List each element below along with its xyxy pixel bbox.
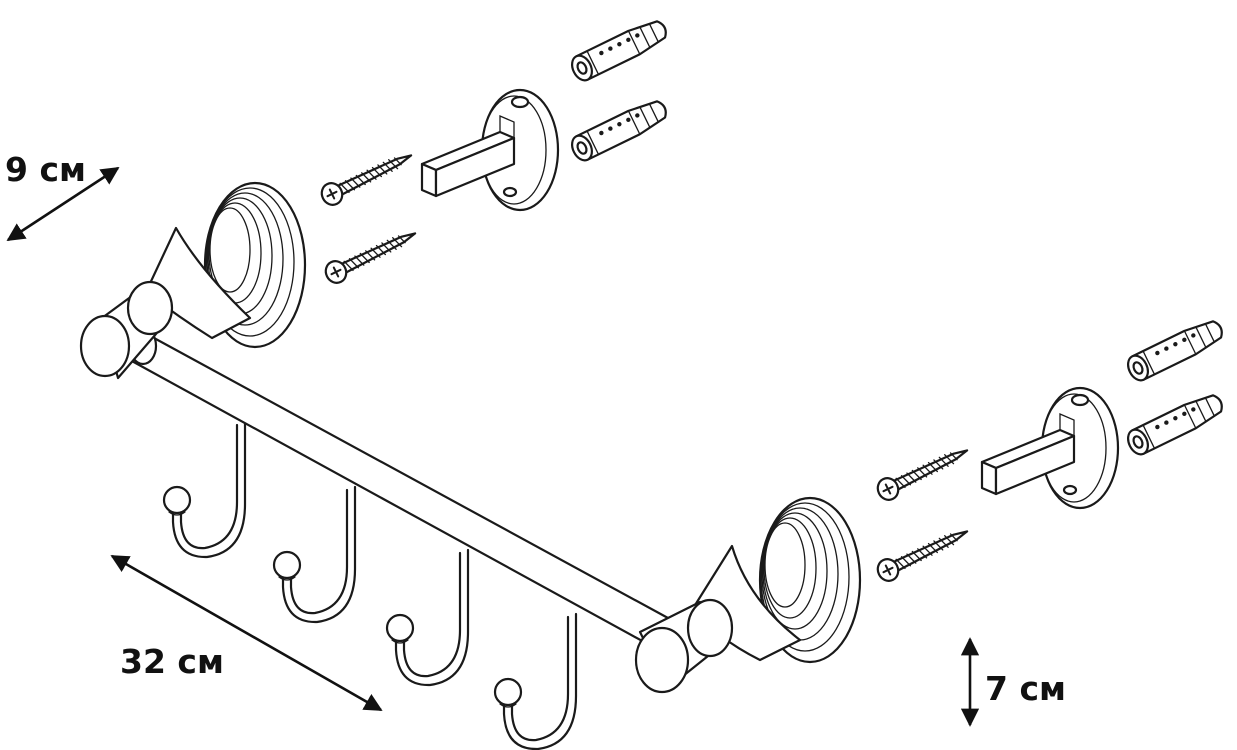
bracket-right — [980, 386, 1120, 510]
hook-1 — [162, 420, 247, 559]
length-dimension: 32 см — [110, 554, 383, 712]
screw-2 — [321, 222, 422, 288]
depth-label: 9 см — [5, 150, 86, 189]
height-dimension: 7 см — [960, 637, 1066, 727]
right-end-cap — [634, 598, 734, 694]
wall-plug-3 — [1123, 314, 1228, 385]
depth-dimension: 9 см — [5, 150, 120, 242]
rod — [128, 330, 670, 650]
wall-plug-4 — [1123, 388, 1228, 459]
screw-1 — [317, 144, 418, 210]
screw-4 — [873, 520, 974, 586]
towel-bar-assembly — [79, 181, 862, 750]
hook-4 — [493, 612, 578, 750]
screw-3 — [873, 439, 974, 505]
wall-plug-1 — [567, 14, 672, 85]
height-label: 7 см — [985, 669, 1066, 708]
hook-2 — [272, 485, 357, 624]
length-label: 32 см — [120, 642, 224, 681]
hook-3 — [385, 548, 470, 687]
bracket-left — [420, 88, 560, 212]
left-end-cap — [79, 280, 174, 380]
wall-plug-2 — [567, 94, 672, 165]
right-mounting-set — [873, 314, 1228, 586]
left-mounting-set — [317, 14, 672, 288]
